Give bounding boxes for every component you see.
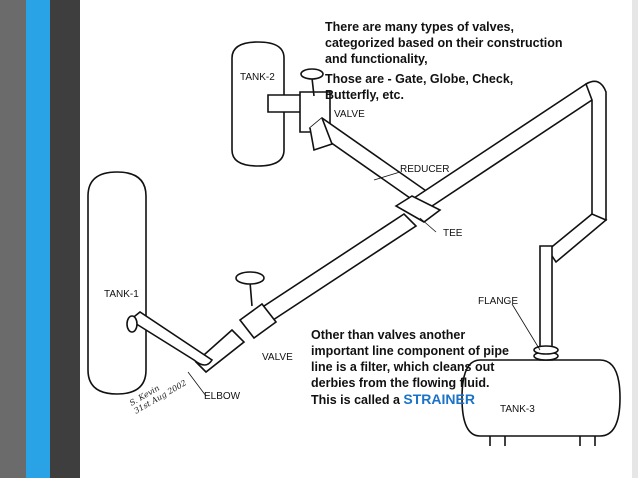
- tank-2: [231, 41, 285, 167]
- note-valve-types: There are many types of valves, categori…: [325, 19, 565, 107]
- label-tank-2: TANK-2: [240, 72, 275, 83]
- left-blue-stripe: [26, 0, 50, 478]
- label-elbow: ELBOW: [204, 391, 241, 402]
- left-dark-stripe: [0, 0, 26, 478]
- note-valve-types-line1: There are many types of valves, categori…: [325, 20, 563, 66]
- left-grey-stripe: [50, 0, 80, 478]
- label-valve-bottom: VALVE: [262, 352, 293, 363]
- tank-3: [461, 359, 621, 446]
- label-tank-3: TANK-3: [500, 404, 535, 415]
- strainer-term: STRAINER: [403, 391, 475, 407]
- top-pipe: [267, 91, 434, 207]
- tank-1: [87, 171, 147, 395]
- note-strainer-text: Other than valves another important line…: [311, 328, 509, 407]
- tee-fitting: [394, 195, 442, 223]
- label-tee: TEE: [443, 228, 463, 239]
- lower-valve: [235, 271, 278, 340]
- top-valve: [300, 68, 324, 97]
- label-flange: FLANGE: [478, 296, 518, 307]
- note-valve-types-line2: Those are - Gate, Globe, Check, Butterfl…: [325, 72, 514, 102]
- upper-right-pipe: [406, 80, 608, 361]
- flange: [533, 345, 559, 355]
- label-tank-1: TANK-1: [104, 289, 139, 300]
- note-strainer: Other than valves another important line…: [311, 327, 511, 408]
- label-valve-top: VALVE: [334, 109, 365, 120]
- right-border: [632, 0, 638, 478]
- label-reducer: REDUCER: [400, 164, 449, 175]
